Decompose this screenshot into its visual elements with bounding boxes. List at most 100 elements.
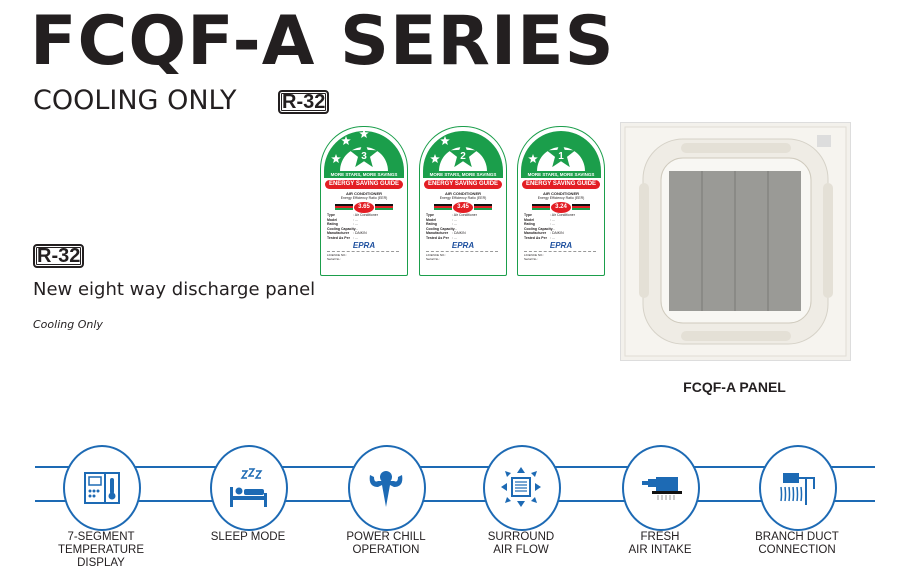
fresh-air-intake-icon	[642, 477, 682, 500]
field-name: Model	[426, 217, 437, 222]
power-chill-icon	[369, 471, 403, 507]
flag-wing	[474, 204, 492, 210]
field-name: Cooling Capacity	[426, 226, 455, 231]
licence-no: LICENCE NO.:	[426, 252, 447, 257]
divider-line	[35, 466, 875, 468]
energy-label: 3 MORE STARS, MORE SAVINGS ENERGY SAVING…	[320, 126, 408, 276]
feature-badge	[622, 445, 700, 531]
guide-title: ENERGY SAVING GUIDE	[522, 180, 600, 189]
star-icon	[349, 140, 379, 168]
star-icon	[430, 154, 440, 163]
slogan: MORE STARS, MORE SAVINGS	[521, 171, 601, 178]
branch-duct-icon	[780, 473, 815, 505]
sleep-bed-icon	[230, 468, 267, 507]
flag-wing	[335, 204, 353, 210]
eer-value: 3.24	[551, 201, 571, 213]
star-rating-graphic: 1	[521, 131, 601, 171]
refrigerant-badge-secondary: R-32	[33, 244, 85, 268]
licence-no: LICENCE NO.:	[327, 252, 348, 257]
guide-title: ENERGY SAVING GUIDE	[325, 180, 403, 189]
field-value: : Air Conditioner	[353, 213, 378, 217]
star-rating-graphic: 2	[423, 131, 503, 171]
panel-caption: FCQF-A PANEL	[683, 379, 786, 395]
panel-image	[620, 122, 851, 361]
field-name: Model	[327, 217, 338, 222]
field-name: Rating	[426, 222, 437, 227]
feature-badge	[210, 445, 288, 531]
refrigerant-badge: R-32	[278, 90, 330, 114]
surround-airflow-icon	[501, 467, 541, 507]
flag-wing	[572, 204, 590, 210]
eer-title: Energy Efficiency Ratio (EER)	[340, 196, 388, 200]
product-type: AIR CONDITIONER	[346, 191, 382, 196]
epra-logo: EPRA	[451, 240, 475, 250]
field-name: Manufacturer	[327, 231, 350, 236]
energy-label: 1 MORE STARS, MORE SAVINGS ENERGY SAVING…	[517, 126, 605, 276]
mode-note: Cooling Only	[33, 318, 103, 331]
product-type: AIR CONDITIONER	[543, 191, 579, 196]
field-name: Model	[524, 217, 535, 222]
feature-badge	[348, 445, 426, 531]
field-value: : Air Conditioner	[550, 213, 575, 217]
epra-logo: EPRA	[352, 240, 376, 250]
product-type: AIR CONDITIONER	[445, 191, 481, 196]
feature-label: 7-SEGMENT TEMPERATURE DISPLAY	[57, 531, 145, 569]
field-name: Tested As Per	[524, 235, 547, 240]
guide-title: ENERGY SAVING GUIDE	[424, 180, 502, 189]
field-name: Type	[327, 213, 335, 217]
flag-wing	[434, 204, 452, 210]
star-icon	[528, 154, 538, 163]
eer-title: Energy Efficiency Ratio (EER)	[537, 196, 585, 200]
feature-label: SLEEP MODE	[210, 531, 286, 543]
description: New eight way discharge panel	[33, 279, 316, 300]
star-count: 2	[460, 151, 466, 162]
star-count: 3	[361, 151, 367, 162]
serial-no: Serial No.:	[327, 257, 342, 262]
serial-no: Serial No.:	[524, 257, 539, 262]
field-name: Manufacturer	[426, 231, 449, 236]
star-icon	[331, 154, 341, 163]
feature-badge	[483, 445, 561, 531]
field-name: Tested As Per	[327, 235, 350, 240]
slogan: MORE STARS, MORE SAVINGS	[324, 171, 404, 178]
field-value: : DAIKIN	[452, 231, 466, 236]
star-rating-graphic: 3	[324, 129, 404, 171]
field-value: : Air Conditioner	[452, 213, 477, 217]
star-icon	[448, 140, 478, 168]
feature-label: FRESH AIR INTAKE	[628, 531, 692, 556]
eer-value: 3.65	[354, 201, 374, 213]
epra-logo: EPRA	[549, 240, 573, 250]
feature-label: SURROUND AIR FLOW	[487, 531, 555, 556]
field-name: Rating	[327, 222, 338, 227]
feature-badge	[759, 445, 837, 531]
star-icon	[341, 136, 351, 145]
field-value: : DAIKIN	[353, 231, 367, 236]
eer-title: Energy Efficiency Ratio (EER)	[439, 196, 487, 200]
feature-label: BRANCH DUCT CONNECTION	[755, 531, 839, 556]
flag-wing	[375, 204, 393, 210]
eer-value: 3.45	[453, 201, 473, 213]
field-name: Cooling Capacity	[327, 226, 356, 231]
divider-line	[35, 500, 875, 502]
field-name: Manufacturer	[524, 231, 547, 236]
star-icon	[440, 136, 450, 145]
page-title: FCQF-A SERIES	[30, 2, 615, 81]
field-name: Cooling Capacity	[524, 226, 553, 231]
slogan: MORE STARS, MORE SAVINGS	[423, 171, 503, 178]
field-name: Type	[426, 213, 434, 217]
serial-no: Serial No.:	[426, 257, 441, 262]
field-value: : DAIKIN	[550, 231, 564, 236]
field-name: Rating	[524, 222, 535, 227]
field-name: Tested As Per	[426, 235, 449, 240]
flag-wing	[532, 204, 550, 210]
feature-label: POWER CHILL OPERATION	[346, 531, 426, 556]
energy-label: 2 MORE STARS, MORE SAVINGS ENERGY SAVING…	[419, 126, 507, 276]
licence-no: LICENCE NO.:	[524, 252, 545, 257]
subtitle: COOLING ONLY	[33, 85, 237, 116]
feature-badge	[63, 445, 141, 531]
star-count: 1	[558, 151, 564, 162]
thermostat-display-icon	[84, 472, 120, 504]
star-icon	[359, 129, 369, 138]
star-icon	[546, 140, 576, 168]
field-name: Type	[524, 213, 532, 217]
